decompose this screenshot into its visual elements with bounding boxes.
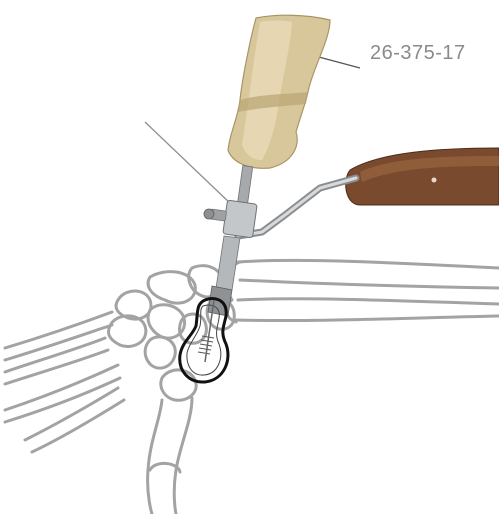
- carpal-bone-8: [161, 370, 196, 400]
- thumb-screw: [204, 209, 214, 219]
- radius-bone: [238, 260, 499, 288]
- locking-collar: [223, 200, 257, 238]
- tan-instrument-handle: [228, 15, 330, 168]
- carpal-bone-7: [145, 337, 175, 368]
- guide-wire: [145, 122, 232, 205]
- hand-bones-outline: [5, 260, 499, 514]
- wooden-handle: [346, 148, 499, 205]
- carpal-bone-3: [116, 291, 151, 319]
- steel-shaft: [204, 165, 257, 316]
- handle-rivet: [432, 178, 437, 183]
- carpal-bone-4: [108, 316, 145, 347]
- part-number-label: 26-375-17: [370, 42, 466, 65]
- ulna-bone: [236, 299, 499, 321]
- thumb-metacarpal: [148, 398, 192, 514]
